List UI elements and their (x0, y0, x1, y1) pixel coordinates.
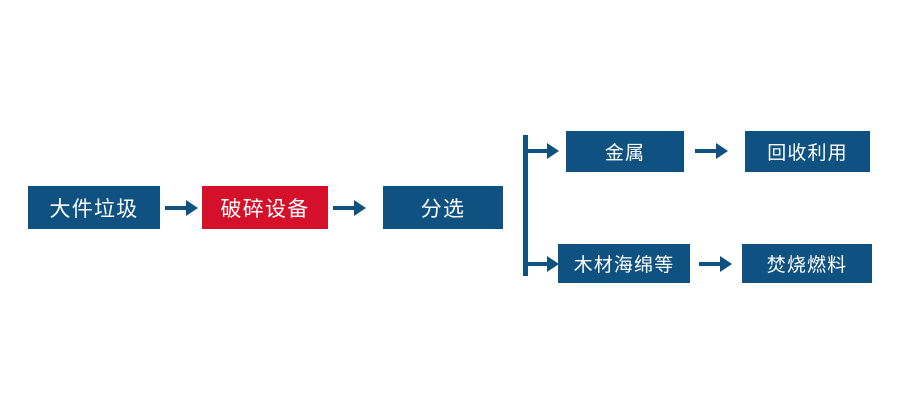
arrow-right-icon (162, 192, 202, 224)
node-label: 大件垃圾 (49, 196, 139, 221)
node-metal[interactable]: 金属 (566, 131, 684, 172)
node-label: 焚烧燃料 (766, 254, 848, 276)
arrow-right-icon (330, 192, 370, 224)
node-label: 破碎设备 (220, 196, 310, 221)
branch-arrow-right-icon (526, 136, 562, 166)
node-label: 金属 (604, 142, 646, 164)
node-incineration-fuel[interactable]: 焚烧燃料 (742, 244, 872, 283)
node-bulky-waste[interactable]: 大件垃圾 (28, 186, 160, 229)
branch-arrow-right-icon (526, 249, 562, 279)
arrow-right-icon (692, 136, 732, 166)
node-recycling-reuse[interactable]: 回收利用 (745, 131, 870, 172)
arrow-right-icon (696, 249, 736, 279)
node-label: 分选 (420, 196, 466, 221)
node-label: 回收利用 (767, 142, 848, 164)
sorting-split-bus-bar (523, 135, 528, 276)
node-shredding-equipment[interactable]: 破碎设备 (202, 186, 328, 229)
node-label: 木材海绵等 (573, 254, 675, 276)
node-wood-sponge-etc[interactable]: 木材海绵等 (558, 244, 690, 283)
node-sorting[interactable]: 分选 (383, 186, 503, 229)
